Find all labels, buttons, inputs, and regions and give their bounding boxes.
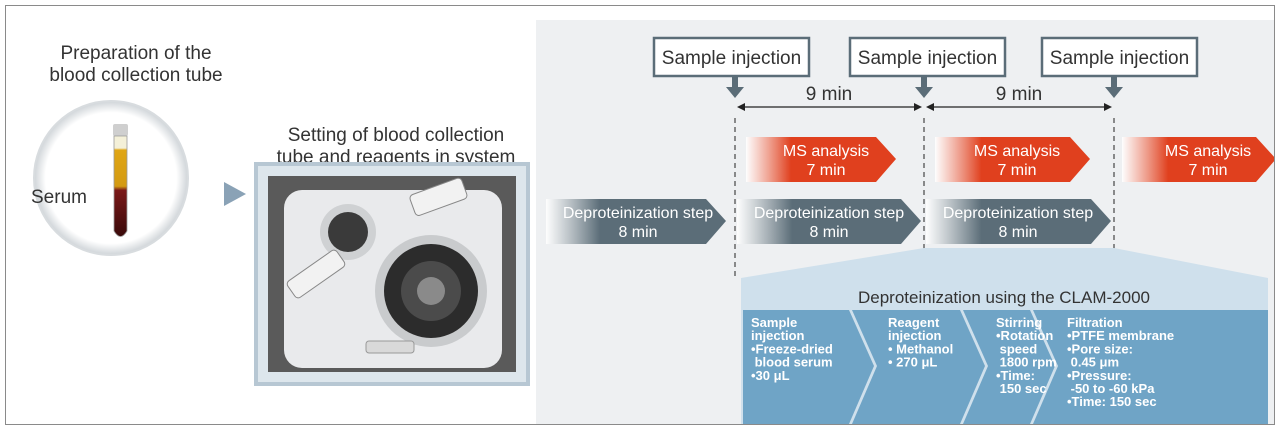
clam-step-3-text: Stirring•Rotation speed 1800 rpm•Time: 1… xyxy=(996,315,1057,396)
clam-step-line: •PTFE membrane xyxy=(1067,328,1174,343)
clam-step-line: Filtration xyxy=(1067,315,1123,330)
deproteinization-duration: 8 min xyxy=(809,224,848,241)
figure-frame: Preparation of the blood collection tube… xyxy=(5,5,1275,425)
clam-step-line: injection xyxy=(888,328,942,343)
interval-label-1: 9 min xyxy=(806,84,852,105)
ms-analysis-label: MS analysis xyxy=(783,143,869,160)
clam-step-line: • 270 μL xyxy=(888,355,937,370)
clam-step-line: • Methanol xyxy=(888,341,953,356)
flow-arrow-icon xyxy=(224,182,246,206)
ms-analysis-duration: 7 min xyxy=(997,162,1036,179)
sample-injection-label-2: Sample injection xyxy=(858,48,997,69)
tube-circle xyxy=(33,100,189,256)
clam-step-line: Reagent xyxy=(888,315,940,330)
clam-step-line: Sample xyxy=(751,315,797,330)
clam-step-line: 0.45 μm xyxy=(1067,355,1119,370)
deproteinization-step-2: Deproteinization step 8 min xyxy=(737,199,921,244)
sample-injection-label-1: Sample injection xyxy=(662,48,801,69)
clam-step-4-text: Filtration•PTFE membrane•Pore size: 0.45… xyxy=(1067,315,1174,409)
ms-analysis-duration: 7 min xyxy=(1188,162,1227,179)
analyzer-photo xyxy=(254,162,530,386)
ms-analysis-1: MS analysis 7 min xyxy=(746,137,896,182)
sample-injection-label-3: Sample injection xyxy=(1050,48,1189,69)
clam-step-line: 150 sec xyxy=(996,381,1047,396)
ms-analysis-duration: 7 min xyxy=(806,162,845,179)
preparation-title-line2: blood collection tube xyxy=(49,64,223,86)
clam-step-line: Stirring xyxy=(996,315,1042,330)
clam-step-line: •Rotation xyxy=(996,328,1053,343)
setting-title-line1: Setting of blood collection xyxy=(287,125,505,146)
sample-injection-3: Sample injection xyxy=(1040,36,1199,78)
clam-step-line: blood serum xyxy=(751,355,833,370)
deproteinization-step-3: Deproteinization step 8 min xyxy=(926,199,1111,244)
injection-down-arrows xyxy=(726,77,1123,98)
clam-step-line: •30 μL xyxy=(751,368,790,383)
clam-step-line: •Time: xyxy=(996,368,1035,383)
ms-analysis-3: MS analysis 7 min xyxy=(1122,137,1274,182)
clam-steps xyxy=(743,310,1268,424)
deproteinization-label: Deproteinization step xyxy=(754,205,904,222)
clam-step-line: •Time: 150 sec xyxy=(1067,394,1157,409)
interval-arrowheads xyxy=(737,103,1112,111)
clam-step-line: speed xyxy=(996,341,1037,356)
clam-step-line: 1800 rpm xyxy=(996,355,1057,370)
workflow-diagram: Serum Sample injection xyxy=(31,20,1274,424)
ms-analysis-label: MS analysis xyxy=(1165,143,1251,160)
clam-step-line: -50 to -60 kPa xyxy=(1067,381,1155,396)
preparation-title: Preparation of the blood collection tube xyxy=(16,43,256,87)
interval-label-2: 9 min xyxy=(996,84,1042,105)
deproteinization-label: Deproteinization step xyxy=(943,205,1093,222)
ms-analysis-2: MS analysis 7 min xyxy=(935,137,1090,182)
clam-step-line: •Pressure: xyxy=(1067,368,1132,383)
ms-analysis-label: MS analysis xyxy=(974,143,1060,160)
clam-step-line: injection xyxy=(751,328,805,343)
preparation-title-line1: Preparation of the xyxy=(60,43,212,64)
clam-step-line: •Pore size: xyxy=(1067,341,1133,356)
sample-injection-2: Sample injection xyxy=(848,36,1007,78)
clam-title: Deproteinization using the CLAM-2000 xyxy=(858,288,1150,307)
serum-label: Serum xyxy=(31,187,87,208)
deproteinization-label: Deproteinization step xyxy=(563,205,713,222)
deproteinization-duration: 8 min xyxy=(998,224,1037,241)
blood-tube-icon xyxy=(113,124,128,237)
deproteinization-step-1: Deproteinization step 8 min xyxy=(546,199,726,244)
deproteinization-duration: 8 min xyxy=(618,224,657,241)
sample-injection-1: Sample injection xyxy=(652,36,811,78)
clam-step-line: •Freeze-dried xyxy=(751,341,833,356)
